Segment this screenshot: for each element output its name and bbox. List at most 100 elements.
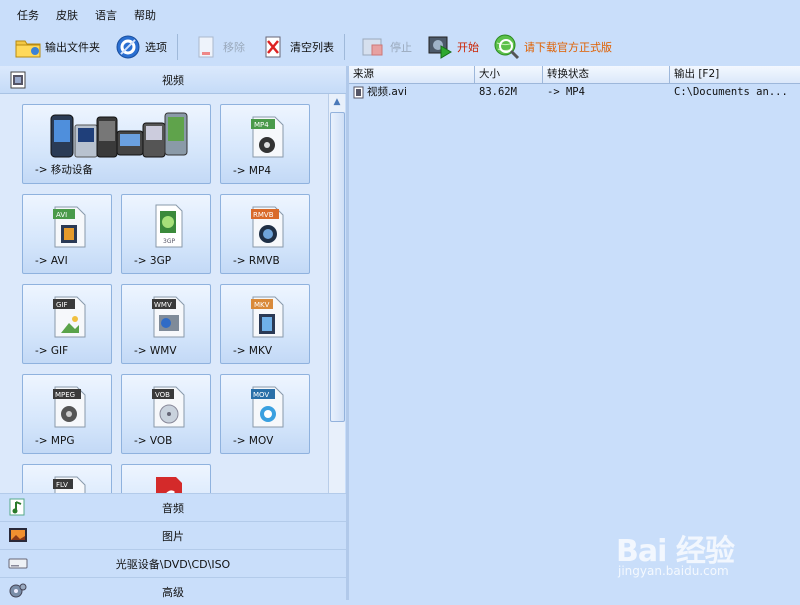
column-header-source[interactable]: 来源 — [349, 66, 475, 83]
tile-label: -> RMVB — [233, 255, 280, 267]
task-list-panel: 来源 大小 转换状态 输出 [F2] 视频.avi 83.62M -> MP4 … — [349, 66, 800, 600]
category-picture[interactable]: 图片 — [0, 521, 346, 549]
baidu-watermark: Bai 经验 jingyan.baidu.com — [612, 510, 792, 590]
menu-skin[interactable]: 皮肤 — [56, 9, 78, 22]
category-optical-drive-label: 光驱设备\DVD\CD\ISO — [115, 557, 231, 571]
badge-text: RMVB — [253, 211, 274, 219]
tile-mobile-device[interactable]: -> 移动设备 — [22, 104, 211, 184]
toolbar: 输出文件夹 选项 移除 清空列表 停止 开始 请下载官方正式版 — [0, 30, 800, 64]
panel-splitter[interactable] — [346, 66, 349, 600]
tile-label: -> MKV — [233, 345, 273, 357]
globe-search-icon — [493, 33, 521, 61]
watermark-url: jingyan.baidu.com — [618, 564, 729, 578]
category-audio-label: 音频 — [162, 501, 184, 515]
menu-task[interactable]: 任务 — [17, 9, 39, 22]
cell-output: C:\Documents an... — [674, 86, 788, 98]
tile-mp4[interactable]: MP4 -> MP4 — [220, 104, 310, 184]
category-advanced-label: 高级 — [162, 585, 184, 599]
badge-text: MP4 — [254, 121, 269, 129]
tile-gif[interactable]: GIF -> GIF — [22, 284, 112, 364]
menu-language[interactable]: 语言 — [95, 9, 117, 22]
avi-file-icon: AVI — [51, 203, 87, 249]
video-category-header[interactable]: 视频 — [0, 66, 346, 94]
gif-file-icon: GIF — [51, 293, 87, 339]
optical-drive-icon — [8, 554, 28, 572]
category-picture-label: 图片 — [162, 529, 184, 543]
badge-text: MKV — [254, 301, 270, 309]
tile-label: -> AVI — [35, 255, 68, 267]
tile-label: -> 移动设备 — [35, 164, 93, 176]
tile-avi[interactable]: AVI -> AVI — [22, 194, 112, 274]
picture-icon — [8, 526, 28, 544]
tile-label: -> 3GP — [134, 255, 172, 267]
tile-label: -> MOV — [233, 435, 274, 447]
tile-rmvb[interactable]: RMVB -> RMVB — [220, 194, 310, 274]
remove-icon — [192, 33, 220, 61]
category-audio[interactable]: 音频 — [0, 493, 346, 521]
clear-list-icon — [259, 33, 287, 61]
task-table-header: 来源 大小 转换状态 输出 [F2] — [349, 66, 800, 84]
tile-wmv[interactable]: WMV -> WMV — [121, 284, 211, 364]
music-note-icon — [8, 498, 28, 516]
table-row[interactable]: 视频.avi 83.62M -> MP4 C:\Documents an... — [349, 84, 800, 101]
3gp-file-icon: 3GP — [150, 203, 186, 249]
video-category-label: 视频 — [162, 73, 184, 87]
scroll-up-button[interactable]: ▲ — [329, 94, 345, 110]
start-label: 开始 — [457, 41, 479, 54]
options-label: 选项 — [145, 41, 167, 54]
badge-text: AVI — [56, 211, 67, 219]
column-header-output[interactable]: 输出 [F2] — [674, 68, 720, 80]
mpeg-file-icon: MPEG — [51, 383, 87, 429]
cell-status: -> MP4 — [547, 86, 585, 98]
mobile-devices-icon — [49, 111, 189, 159]
tile-label: -> WMV — [134, 345, 177, 357]
badge-text: WMV — [154, 301, 172, 309]
output-folder-button[interactable]: 输出文件夹 — [14, 32, 100, 62]
cell-size: 83.62M — [479, 86, 517, 98]
toolbar-separator — [177, 34, 178, 60]
video-format-grid: -> 移动设备 MP4 -> MP4 AVI -> AVI 3GP -> 3GP… — [0, 94, 328, 559]
tile-mkv[interactable]: MKV -> MKV — [220, 284, 310, 364]
column-header-status[interactable]: 转换状态 — [543, 66, 670, 83]
category-advanced[interactable]: 高级 — [0, 577, 346, 605]
badge-text: VOB — [155, 391, 170, 399]
stop-button[interactable]: 停止 — [359, 32, 412, 62]
badge-text: GIF — [56, 301, 68, 309]
vob-file-icon: VOB — [150, 383, 186, 429]
folder-icon — [14, 33, 42, 61]
rmvb-file-icon: RMVB — [249, 203, 285, 249]
options-button[interactable]: 选项 — [114, 32, 167, 62]
video-file-icon — [353, 86, 364, 99]
download-official-label: 请下载官方正式版 — [524, 41, 612, 54]
tile-mov[interactable]: MOV -> MOV — [220, 374, 310, 454]
cell-source: 视频.avi — [349, 84, 475, 101]
start-button[interactable]: 开始 — [426, 32, 479, 62]
left-panel: 视频 -> 移动设备 MP4 -> MP4 — [0, 66, 346, 605]
remove-button[interactable]: 移除 — [192, 32, 245, 62]
tile-mpg[interactable]: MPEG -> MPG — [22, 374, 112, 454]
clear-list-button[interactable]: 清空列表 — [259, 32, 334, 62]
advanced-gears-icon — [8, 582, 28, 600]
chevron-up-icon: ▲ — [333, 97, 341, 107]
menu-bar: 任务 皮肤 语言 帮助 — [0, 0, 800, 30]
source-filename: 视频.avi — [367, 86, 407, 98]
clear-list-label: 清空列表 — [290, 41, 334, 54]
menu-help[interactable]: 帮助 — [134, 9, 156, 22]
download-official-button[interactable]: 请下载官方正式版 — [493, 32, 612, 62]
tile-label: -> VOB — [134, 435, 173, 447]
mp4-file-icon: MP4 — [249, 113, 285, 159]
watermark-logo-text: Bai 经验 — [616, 534, 735, 569]
start-icon — [426, 33, 454, 61]
stop-icon — [359, 33, 387, 61]
tile-3gp[interactable]: 3GP -> 3GP — [121, 194, 211, 274]
column-header-size[interactable]: 大小 — [475, 66, 543, 83]
tile-vob[interactable]: VOB -> VOB — [121, 374, 211, 454]
output-folder-label: 输出文件夹 — [45, 41, 100, 54]
badge-text: MOV — [253, 391, 269, 399]
stop-label: 停止 — [390, 41, 412, 54]
film-icon — [9, 71, 27, 89]
category-optical-drive[interactable]: 光驱设备\DVD\CD\ISO — [0, 549, 346, 577]
video-grid-scrollbar[interactable]: ▲ ▼ — [328, 94, 345, 559]
options-icon — [114, 33, 142, 61]
scroll-thumb[interactable] — [330, 112, 345, 422]
